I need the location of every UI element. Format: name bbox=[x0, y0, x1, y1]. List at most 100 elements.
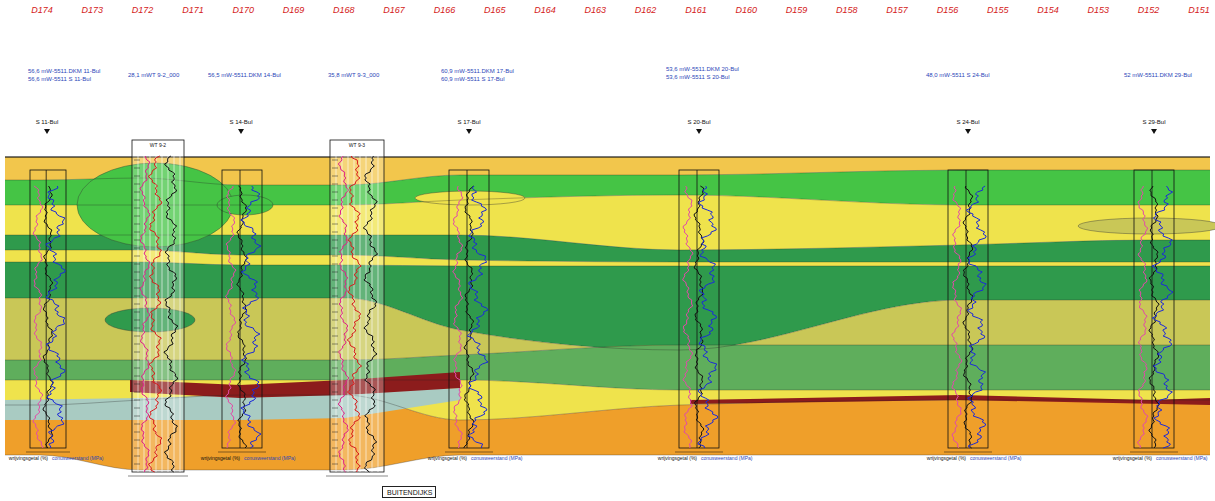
sounding-name: WT 9-3 bbox=[349, 143, 365, 149]
axis-label: wrijvingsgetal (%) bbox=[658, 456, 697, 462]
sounding-marker bbox=[1151, 129, 1157, 134]
axis-label: conusweerstand (MPa) bbox=[244, 456, 295, 462]
layer-boundary bbox=[5, 455, 1210, 470]
axis-label: wrijvingsgetal (%) bbox=[927, 456, 966, 462]
station-label: D151 bbox=[1188, 6, 1210, 16]
sounding-header: 56,6 mW-5511 S 11-Bul bbox=[28, 76, 91, 83]
zone-label-box: BUITENDIJKS bbox=[382, 486, 436, 498]
layer-boundary bbox=[5, 195, 1210, 205]
sounding-header: 28,1 mWT 9-2_000 bbox=[128, 72, 179, 79]
station-label: D162 bbox=[635, 6, 657, 16]
station-label: D158 bbox=[836, 6, 858, 16]
sounding-marker bbox=[965, 129, 971, 134]
sounding-header: 60,9 mW-5511.DKM 17-Bul bbox=[441, 68, 514, 75]
sounding-name: S 14-Bul bbox=[229, 119, 252, 126]
cpt-trace bbox=[952, 186, 962, 448]
cpt-trace bbox=[338, 156, 349, 472]
axis-label: conusweerstand (MPa) bbox=[1156, 456, 1207, 462]
sounding-marker bbox=[466, 129, 472, 134]
sounding-header: 53,6 mW-5511.DKM 20-Bul bbox=[666, 66, 739, 73]
axis-label: conusweerstand (MPa) bbox=[970, 456, 1021, 462]
cpt-trace bbox=[1138, 186, 1148, 448]
cpt-trace bbox=[963, 186, 973, 448]
station-label: D159 bbox=[786, 6, 808, 16]
sounding-header: 48,0 mW-5511 S 24-Bul bbox=[926, 72, 989, 79]
station-label: D154 bbox=[1037, 6, 1059, 16]
station-label: D156 bbox=[937, 6, 959, 16]
soil-lens bbox=[415, 191, 525, 205]
soil-lens bbox=[1078, 218, 1215, 234]
sounding-name: WT 9-2 bbox=[150, 143, 166, 149]
cpt-column bbox=[218, 170, 266, 452]
station-label: D167 bbox=[383, 6, 405, 16]
zone-label: BUITENDIJKS bbox=[387, 489, 431, 497]
station-label: D165 bbox=[484, 6, 506, 16]
layer-boundary bbox=[5, 380, 1210, 390]
sounding-marker bbox=[238, 129, 244, 134]
station-label: D157 bbox=[886, 6, 908, 16]
sounding-marker bbox=[44, 129, 50, 134]
layer-boundary bbox=[5, 262, 1210, 266]
station-label: D174 bbox=[31, 6, 53, 16]
soil-layers bbox=[5, 157, 1215, 470]
cpt-trace bbox=[225, 186, 236, 448]
cpt-column bbox=[445, 170, 493, 452]
axis-label: conusweerstand (MPa) bbox=[701, 456, 752, 462]
sounding-header: 60,9 mW-5511 S 17-Bul bbox=[441, 76, 504, 83]
cpt-trace bbox=[694, 186, 704, 448]
ground-line bbox=[5, 157, 1210, 158]
sounding-header: 53,6 mW-5511 S 20-Bul bbox=[666, 74, 729, 81]
axis-label: conusweerstand (MPa) bbox=[471, 456, 522, 462]
cpt-column bbox=[26, 170, 70, 452]
station-label: D155 bbox=[987, 6, 1009, 16]
cpt-trace bbox=[164, 156, 178, 472]
cpt-column bbox=[1130, 170, 1178, 452]
sounding-header: 56,6 mW-5511.DKM 11-Bul bbox=[28, 68, 100, 75]
layer-boundary bbox=[5, 170, 1210, 185]
cpt-column bbox=[128, 140, 188, 476]
sounding-name: S 20-Bul bbox=[687, 119, 710, 126]
layer-boundary bbox=[5, 157, 1210, 158]
axis-label: wrijvingsgetal (%) bbox=[1113, 456, 1152, 462]
layer-boundary bbox=[5, 345, 1210, 360]
layer-boundary bbox=[5, 250, 1210, 262]
sounding-marker bbox=[696, 129, 702, 134]
cpt-trace bbox=[148, 156, 162, 472]
layer-boundary bbox=[5, 395, 1210, 420]
soundings bbox=[26, 140, 1178, 476]
cpt-trace bbox=[140, 156, 150, 472]
cpt-trace bbox=[46, 186, 65, 448]
cpt-trace bbox=[683, 186, 693, 448]
station-label: D168 bbox=[333, 6, 355, 16]
cpt-trace bbox=[966, 186, 986, 448]
sounding-name: S 24-Bul bbox=[956, 119, 979, 126]
cpt-trace bbox=[464, 186, 474, 448]
station-label: D169 bbox=[283, 6, 305, 16]
station-label: D160 bbox=[735, 6, 757, 16]
station-label: D161 bbox=[685, 6, 707, 16]
cpt-trace bbox=[453, 186, 463, 448]
cpt-trace bbox=[33, 186, 43, 448]
cpt-column bbox=[944, 170, 992, 452]
station-label: D153 bbox=[1088, 6, 1110, 16]
cpt-trace bbox=[43, 186, 53, 448]
layer-boundary bbox=[5, 235, 1210, 250]
cpt-trace bbox=[347, 156, 361, 472]
axis-label: conusweerstand (MPa) bbox=[52, 456, 103, 462]
axis-label: wrijvingsgetal (%) bbox=[9, 456, 48, 462]
cpt-trace bbox=[241, 186, 261, 448]
cpt-trace bbox=[467, 186, 488, 448]
cpt-trace bbox=[1152, 186, 1173, 448]
station-label: D166 bbox=[434, 6, 456, 16]
station-label: D172 bbox=[132, 6, 154, 16]
sounding-name: S 11-Bul bbox=[36, 119, 59, 126]
cpt-column bbox=[326, 140, 388, 476]
sounding-name: S 17-Bul bbox=[457, 119, 480, 126]
sounding-header: 56,5 mW-5511.DKM 14-Bul bbox=[208, 72, 281, 79]
station-label: D152 bbox=[1138, 6, 1160, 16]
station-label: D163 bbox=[585, 6, 607, 16]
station-label: D164 bbox=[534, 6, 556, 16]
station-label: D173 bbox=[82, 6, 104, 16]
